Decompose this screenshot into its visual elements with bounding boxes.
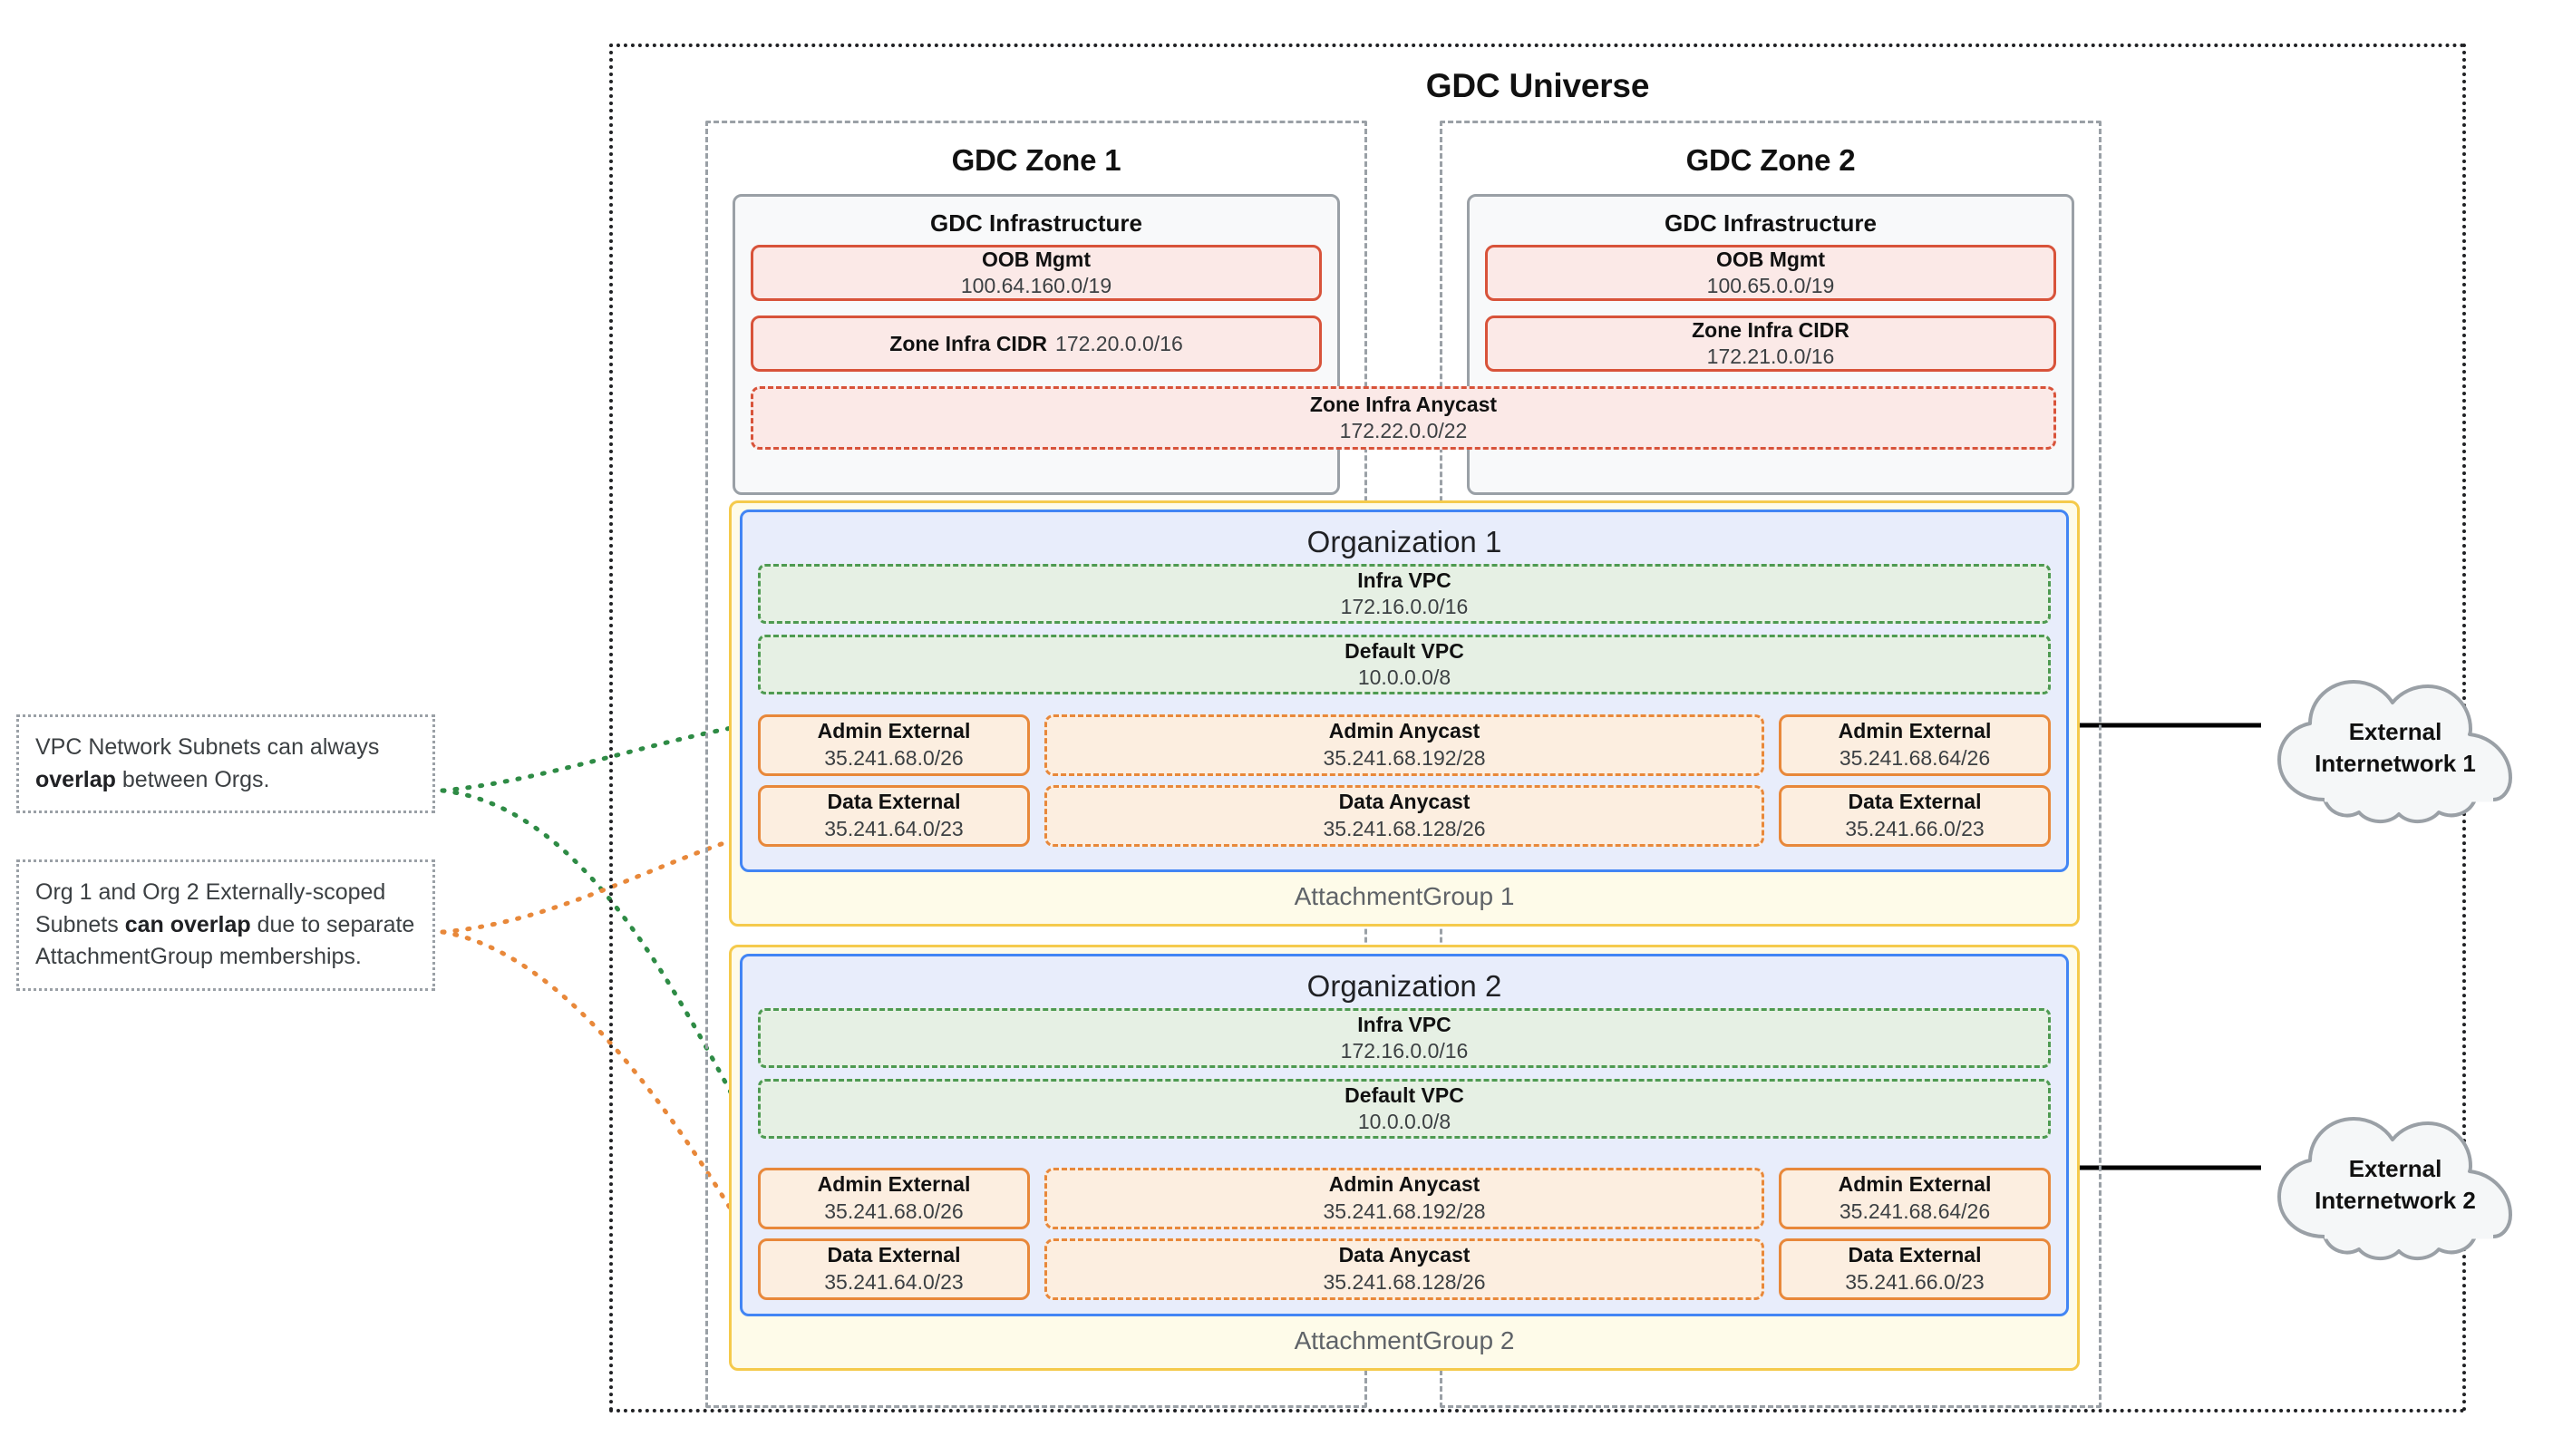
default-vpc-label-1: Default VPC bbox=[1344, 639, 1464, 664]
data-anycast-label-2: Data Anycast bbox=[1338, 1243, 1471, 1267]
infra-vpc-org-1: Infra VPC 172.16.0.0/16 bbox=[758, 564, 2051, 624]
zone-infra-cidr-zone-1: Zone Infra CIDR 172.20.0.0/16 bbox=[751, 315, 1322, 372]
gdc-infrastructure-title-1: GDC Infrastructure bbox=[929, 209, 1143, 237]
admin-external-left-org-2: Admin External 35.241.68.0/26 bbox=[758, 1168, 1030, 1229]
infra-vpc-cidr-2: 172.16.0.0/16 bbox=[1340, 1039, 1469, 1063]
data-external-left-label-2: Data External bbox=[827, 1243, 961, 1267]
admin-anycast-label-1: Admin Anycast bbox=[1328, 719, 1480, 743]
admin-external-right-org-1: Admin External 35.241.68.64/26 bbox=[1779, 714, 2051, 776]
zone-infra-cidr-zone-2: Zone Infra CIDR 172.21.0.0/16 bbox=[1485, 315, 2056, 372]
admin-anycast-org-1: Admin Anycast 35.241.68.192/28 bbox=[1044, 714, 1764, 776]
external-internetwork-1: External Internetwork 1 bbox=[2259, 671, 2531, 825]
zone-infra-anycast-label: Zone Infra Anycast bbox=[1309, 393, 1498, 417]
annotation-vpc-overlap: VPC Network Subnets can always overlap b… bbox=[16, 714, 435, 813]
zone-infra-cidr-value-2: 172.21.0.0/16 bbox=[1706, 345, 1835, 368]
data-external-left-org-1: Data External 35.241.64.0/23 bbox=[758, 785, 1030, 847]
gdc-zone-1-title: GDC Zone 1 bbox=[951, 143, 1121, 177]
admin-anycast-cidr-2: 35.241.68.192/28 bbox=[1323, 1199, 1486, 1223]
data-anycast-org-2: Data Anycast 35.241.68.128/26 bbox=[1044, 1238, 1764, 1300]
default-vpc-org-1: Default VPC 10.0.0.0/8 bbox=[758, 635, 2051, 694]
admin-external-right-cidr-2: 35.241.68.64/26 bbox=[1839, 1199, 1991, 1223]
zone-infra-anycast: Zone Infra Anycast 172.22.0.0/22 bbox=[751, 386, 2056, 450]
annotation-external-overlap: Org 1 and Org 2 Externally-scoped Subnet… bbox=[16, 859, 435, 991]
oob-mgmt-cidr-1: 100.64.160.0/19 bbox=[960, 274, 1112, 297]
cloud-icon-2 bbox=[2277, 1117, 2512, 1260]
data-external-right-label-2: Data External bbox=[1848, 1243, 1982, 1267]
data-external-left-label-1: Data External bbox=[827, 790, 961, 814]
zone-infra-cidr-value-1: 172.20.0.0/16 bbox=[1055, 331, 1183, 355]
data-external-left-cidr-2: 35.241.64.0/23 bbox=[824, 1270, 964, 1294]
attachment-group-2-label: AttachmentGroup 2 bbox=[1294, 1326, 1515, 1354]
data-external-right-cidr-2: 35.241.66.0/23 bbox=[1845, 1270, 1985, 1294]
data-anycast-org-1: Data Anycast 35.241.68.128/26 bbox=[1044, 785, 1764, 847]
data-anycast-cidr-1: 35.241.68.128/26 bbox=[1323, 817, 1486, 840]
infra-vpc-label-2: Infra VPC bbox=[1357, 1013, 1451, 1037]
default-vpc-cidr-2: 10.0.0.0/8 bbox=[1357, 1110, 1451, 1133]
external-internetwork-2: External Internetwork 2 bbox=[2259, 1108, 2531, 1262]
oob-mgmt-label-1: OOB Mgmt bbox=[981, 248, 1092, 272]
admin-external-left-label-1: Admin External bbox=[817, 719, 971, 743]
annotation-external-overlap-text: Org 1 and Org 2 Externally-scoped Subnet… bbox=[35, 879, 415, 969]
oob-mgmt-cidr-2: 100.65.0.0/19 bbox=[1706, 274, 1835, 297]
data-external-right-cidr-1: 35.241.66.0/23 bbox=[1845, 817, 1985, 840]
infra-vpc-cidr-1: 172.16.0.0/16 bbox=[1340, 595, 1469, 618]
zone-infra-anycast-cidr: 172.22.0.0/22 bbox=[1339, 419, 1468, 442]
zone-infra-cidr-label-1: Zone Infra CIDR bbox=[889, 331, 1048, 355]
attachment-group-1-label: AttachmentGroup 1 bbox=[1294, 882, 1515, 910]
cloud-icon-1 bbox=[2277, 680, 2512, 823]
default-vpc-label-2: Default VPC bbox=[1344, 1083, 1464, 1108]
data-anycast-cidr-2: 35.241.68.128/26 bbox=[1323, 1270, 1486, 1294]
admin-external-right-org-2: Admin External 35.241.68.64/26 bbox=[1779, 1168, 2051, 1229]
annotation-vpc-overlap-text: VPC Network Subnets can always overlap b… bbox=[35, 734, 380, 792]
default-vpc-org-2: Default VPC 10.0.0.0/8 bbox=[758, 1079, 2051, 1139]
default-vpc-cidr-1: 10.0.0.0/8 bbox=[1357, 665, 1451, 689]
data-anycast-label-1: Data Anycast bbox=[1338, 790, 1471, 814]
oob-mgmt-label-2: OOB Mgmt bbox=[1715, 248, 1826, 272]
admin-external-right-label-2: Admin External bbox=[1838, 1172, 1992, 1197]
admin-external-left-cidr-2: 35.241.68.0/26 bbox=[824, 1199, 964, 1223]
zone-infra-cidr-label-2: Zone Infra CIDR bbox=[1692, 318, 1849, 343]
data-external-right-label-1: Data External bbox=[1848, 790, 1982, 814]
infra-vpc-org-2: Infra VPC 172.16.0.0/16 bbox=[758, 1008, 2051, 1068]
infra-vpc-label-1: Infra VPC bbox=[1357, 568, 1451, 593]
gdc-zone-2-title: GDC Zone 2 bbox=[1685, 143, 1856, 177]
admin-external-left-label-2: Admin External bbox=[817, 1172, 971, 1197]
admin-anycast-label-2: Admin Anycast bbox=[1328, 1172, 1480, 1197]
admin-external-right-label-1: Admin External bbox=[1838, 719, 1992, 743]
oob-mgmt-zone-1: OOB Mgmt 100.64.160.0/19 bbox=[751, 245, 1322, 301]
organization-2-title: Organization 2 bbox=[1306, 969, 1502, 1003]
gdc-infrastructure-title-2: GDC Infrastructure bbox=[1664, 209, 1878, 237]
data-external-right-org-1: Data External 35.241.66.0/23 bbox=[1779, 785, 2051, 847]
admin-external-left-org-1: Admin External 35.241.68.0/26 bbox=[758, 714, 1030, 776]
data-external-right-org-2: Data External 35.241.66.0/23 bbox=[1779, 1238, 2051, 1300]
data-external-left-cidr-1: 35.241.64.0/23 bbox=[824, 817, 964, 840]
organization-1-title: Organization 1 bbox=[1306, 525, 1502, 558]
data-external-left-org-2: Data External 35.241.64.0/23 bbox=[758, 1238, 1030, 1300]
admin-anycast-org-2: Admin Anycast 35.241.68.192/28 bbox=[1044, 1168, 1764, 1229]
gdc-universe-title: GDC Universe bbox=[1425, 67, 1650, 104]
admin-anycast-cidr-1: 35.241.68.192/28 bbox=[1323, 746, 1486, 770]
admin-external-right-cidr-1: 35.241.68.64/26 bbox=[1839, 746, 1991, 770]
admin-external-left-cidr-1: 35.241.68.0/26 bbox=[824, 746, 964, 770]
oob-mgmt-zone-2: OOB Mgmt 100.65.0.0/19 bbox=[1485, 245, 2056, 301]
